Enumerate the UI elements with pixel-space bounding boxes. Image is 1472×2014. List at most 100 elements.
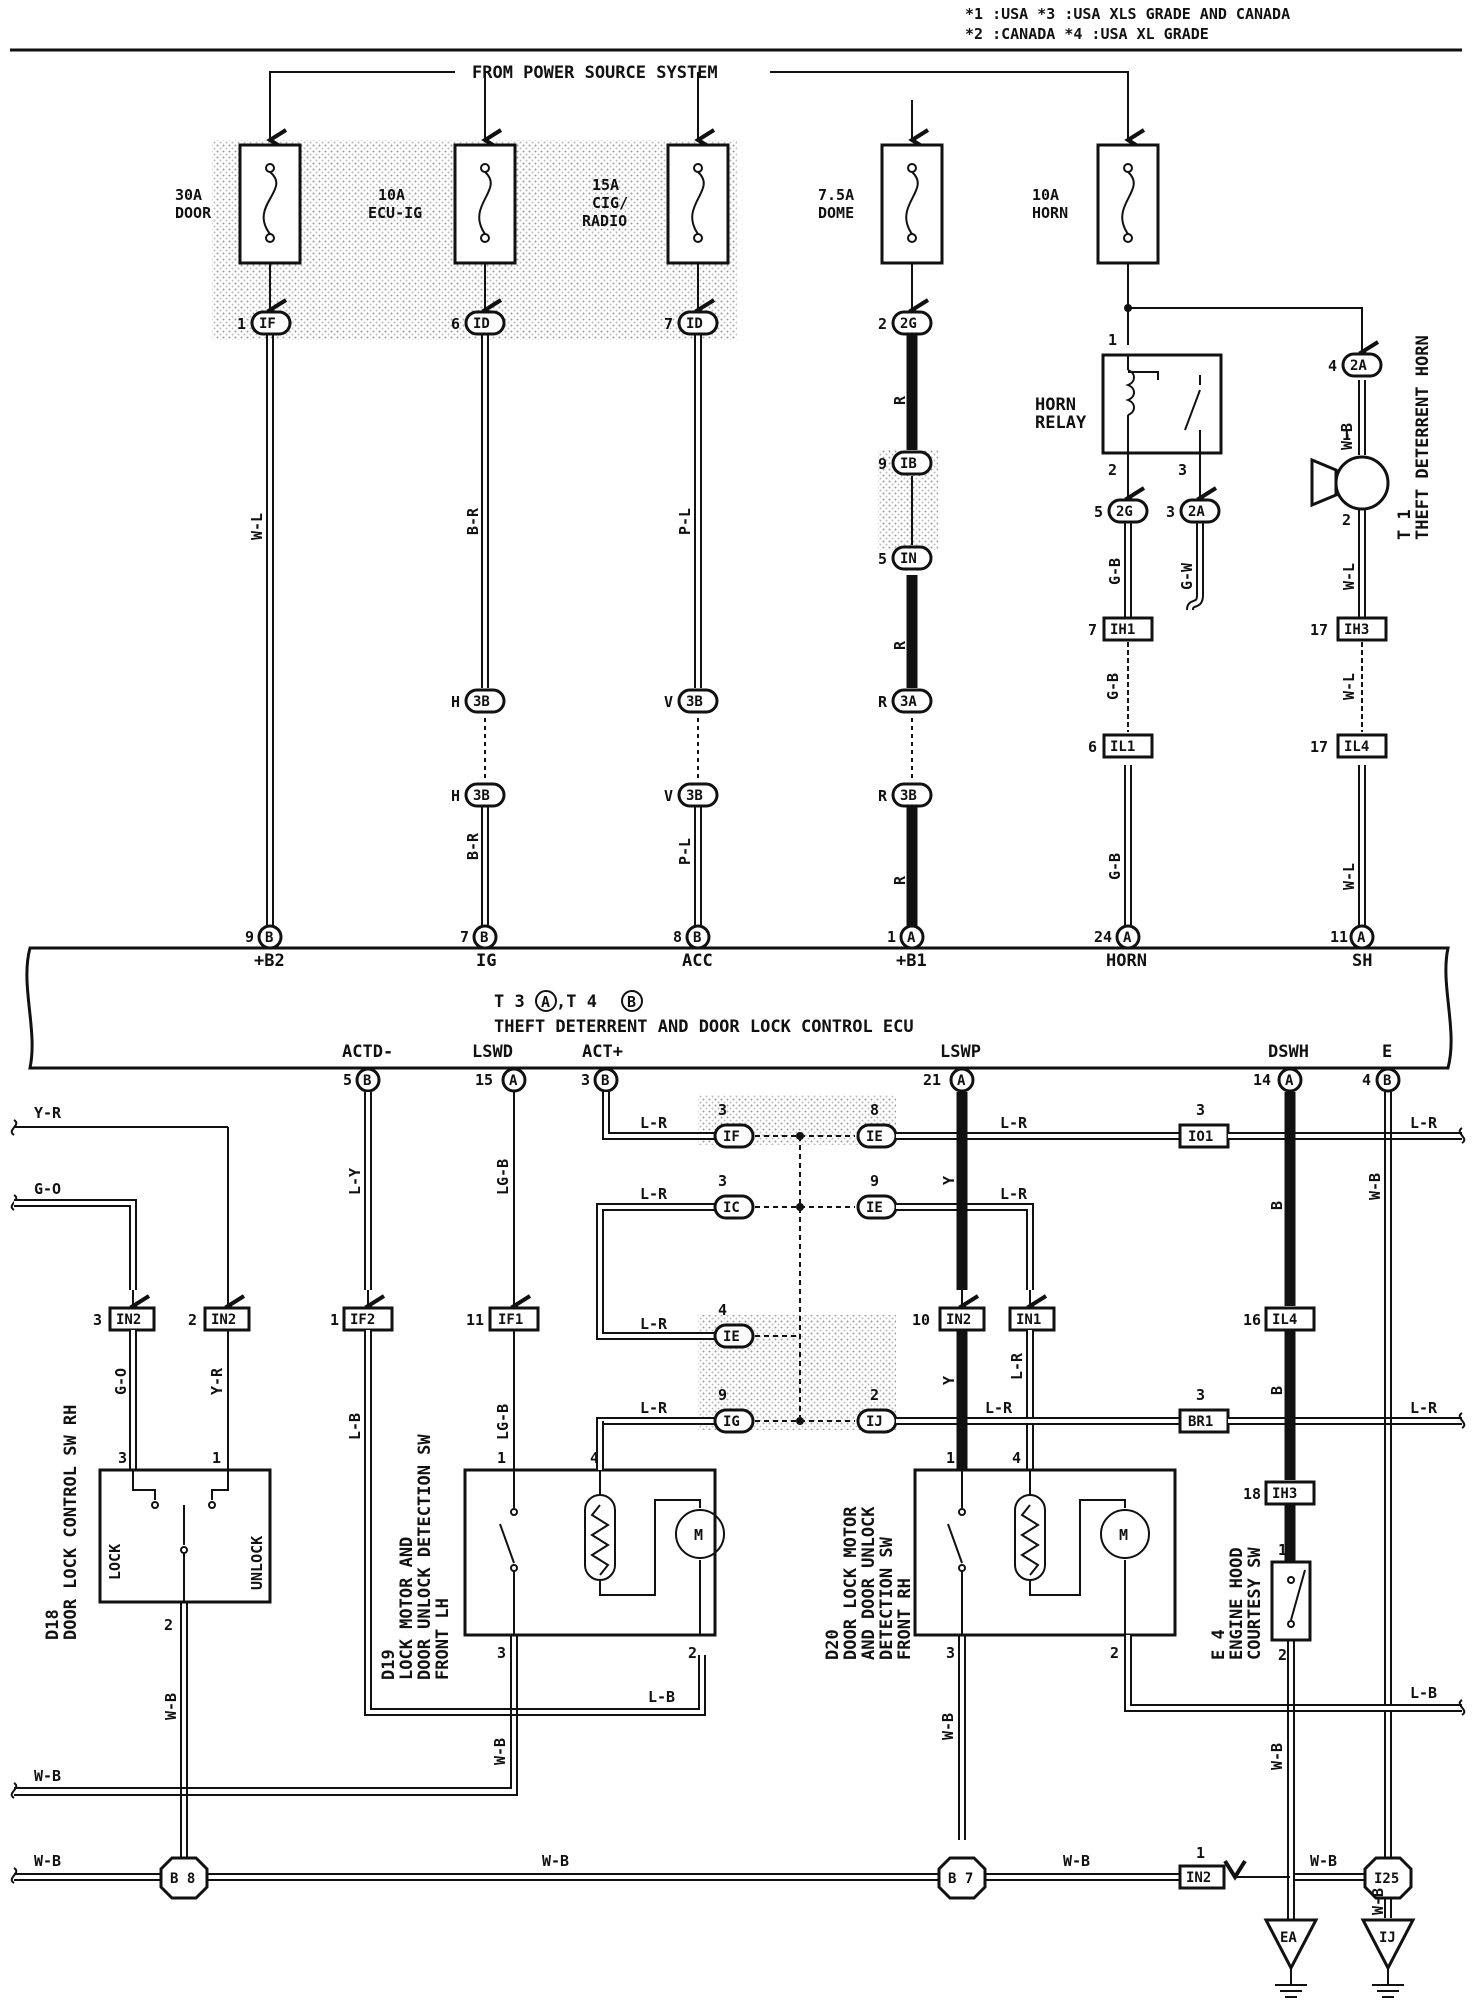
svg-text:18: 18 <box>1243 1485 1261 1503</box>
svg-text:2A: 2A <box>1350 358 1367 374</box>
connector-ie-top-1: IE 8 <box>856 1101 898 1149</box>
connector-io1: IO1 3 <box>1178 1101 1230 1149</box>
wire-color-wl: W-L <box>248 513 266 540</box>
svg-text:5: 5 <box>1094 503 1103 521</box>
connector-3b-acc-lower: 3B V <box>664 782 719 808</box>
connector-ie-top-2: IE 9 <box>856 1172 898 1220</box>
svg-text:IE: IE <box>866 1129 883 1145</box>
svg-text:2: 2 <box>1110 1644 1119 1662</box>
svg-text:W-L: W-L <box>1340 863 1358 890</box>
svg-text:L-R: L-R <box>1410 1399 1438 1417</box>
splice-i25: I25 <box>1363 1856 1413 1900</box>
connector-2a-horn: 2A 4 <box>1328 352 1383 378</box>
connector-1n: IN 5 <box>878 545 933 571</box>
ecu-terminal-acc: B 8 ACC <box>673 924 713 971</box>
connector-in2-ground: IN2 1 <box>1178 1844 1226 1890</box>
svg-text:B: B <box>480 930 488 946</box>
svg-text:DOOR LOCK CONTROL SW RH: DOOR LOCK CONTROL SW RH <box>61 1405 81 1640</box>
ecu-body: T 3 A ,T 4 B THEFT DETERRENT AND DOOR LO… <box>25 946 1453 1070</box>
connector-if-lower: IF 3 <box>713 1101 755 1149</box>
connector-ie-mid: IE 4 <box>713 1301 755 1349</box>
svg-text:15A: 15A <box>592 176 619 194</box>
svg-text:ACT+: ACT+ <box>582 1042 623 1062</box>
connector-in2-d18-b: IN2 2 <box>188 1306 251 1332</box>
svg-text:A: A <box>1123 930 1132 946</box>
fuse-dome: 7.5A DOME <box>818 143 944 265</box>
svg-text:3A: 3A <box>900 694 917 710</box>
svg-text:LOCK: LOCK <box>106 1544 124 1580</box>
svg-text:M: M <box>694 1526 703 1544</box>
svg-text:3: 3 <box>1178 461 1187 479</box>
splice-b7: B 7 <box>937 1856 987 1900</box>
svg-text:4: 4 <box>718 1301 727 1319</box>
svg-text:30A: 30A <box>175 186 202 204</box>
svg-text:B 8: B 8 <box>170 1871 195 1887</box>
legend-line-2: *2 :CANADA *4 :USA XL GRADE <box>965 25 1209 43</box>
svg-text:W-B: W-B <box>162 1693 180 1720</box>
svg-text:L-B: L-B <box>346 1413 364 1440</box>
svg-text:T 1: T 1 <box>1395 509 1415 540</box>
ecu-terminal-b1: A 1 +B1 <box>887 924 927 971</box>
svg-text:D19: D19 <box>379 1649 399 1680</box>
svg-text:1: 1 <box>1342 426 1351 444</box>
svg-text:17: 17 <box>1310 738 1328 756</box>
svg-text:9: 9 <box>878 455 887 473</box>
connector-if1: IF1 11 <box>466 1306 540 1332</box>
svg-text:Y: Y <box>940 1376 958 1385</box>
svg-text:V: V <box>664 787 673 805</box>
connector-3b-ig-lower: 3B H <box>451 782 506 808</box>
svg-text:W-B: W-B <box>491 1738 509 1765</box>
fuse-door: 30A DOOR <box>175 143 302 265</box>
fuse-horn: 10A HORN <box>1032 143 1160 265</box>
e4-engine-hood-courtesy-sw: 1 2 E 4 ENGINE HOOD COURTESY SW <box>1209 1541 1312 1664</box>
d19-lock-motor-lh: 1 4 3 2 M D19 LOCK MOTOR AND DOOR UNLOCK… <box>379 1434 725 1680</box>
svg-text:15: 15 <box>475 1071 493 1089</box>
svg-text:HORN: HORN <box>1032 204 1068 222</box>
svg-text:3B: 3B <box>686 788 703 804</box>
power-source-bus: FROM POWER SOURCE SYSTEM <box>266 63 1146 152</box>
svg-text:IF: IF <box>723 1129 740 1145</box>
svg-text:DOOR LOCK MOTOR: DOOR LOCK MOTOR <box>841 1506 861 1660</box>
svg-text:3: 3 <box>718 1172 727 1190</box>
ecu-title-1: T 3 <box>494 992 525 1012</box>
svg-text:DSWH: DSWH <box>1268 1042 1309 1062</box>
svg-text:W-B: W-B <box>1366 1173 1384 1200</box>
ecu-terminal-dswh: DSWH A 14 <box>1253 1042 1309 1093</box>
svg-text:A: A <box>957 1073 966 1089</box>
svg-text:IJ: IJ <box>1379 1930 1396 1946</box>
svg-text:IL4: IL4 <box>1344 739 1369 755</box>
svg-text:IL4: IL4 <box>1272 1312 1297 1328</box>
connector-in1: IN1 <box>1008 1306 1056 1332</box>
connector-3b-b1: 3B R <box>878 782 933 808</box>
svg-text:E 4: E 4 <box>1209 1629 1229 1660</box>
svg-text:EA: EA <box>1280 1930 1297 1946</box>
svg-text:RELAY: RELAY <box>1035 413 1087 433</box>
connector-in2-d18-a: IN2 3 <box>93 1306 156 1332</box>
svg-text:A: A <box>509 1073 518 1089</box>
horn-relay: 1 2 3 HORN RELAY <box>1035 331 1223 479</box>
svg-text:R: R <box>878 787 888 805</box>
svg-text:ACC: ACC <box>682 951 713 971</box>
svg-text:B: B <box>693 930 701 946</box>
svg-text:+B2: +B2 <box>254 951 285 971</box>
svg-text:3: 3 <box>497 1644 506 1662</box>
connector-ih3-bottom: IH3 18 <box>1243 1480 1316 1506</box>
svg-text:3: 3 <box>581 1071 590 1089</box>
svg-text:R: R <box>891 395 909 405</box>
svg-text:10A: 10A <box>378 186 405 204</box>
svg-text:ECU-IG: ECU-IG <box>368 204 422 222</box>
svg-text:8: 8 <box>673 928 682 946</box>
svg-text:L-R: L-R <box>640 1399 668 1417</box>
connector-ih1: IH1 7 <box>1088 616 1154 642</box>
svg-text:A: A <box>907 930 916 946</box>
svg-text:THEFT DETERRENT HORN: THEFT DETERRENT HORN <box>1413 335 1433 540</box>
svg-text:LSWD: LSWD <box>472 1042 513 1062</box>
svg-text:E: E <box>1382 1042 1392 1062</box>
svg-text:LSWP: LSWP <box>940 1042 981 1062</box>
svg-text:B: B <box>265 930 273 946</box>
svg-text:W-B: W-B <box>34 1852 61 1870</box>
svg-text:7: 7 <box>664 315 673 333</box>
svg-text:B 7: B 7 <box>948 1871 973 1887</box>
splice-b8: B 8 <box>159 1856 209 1900</box>
